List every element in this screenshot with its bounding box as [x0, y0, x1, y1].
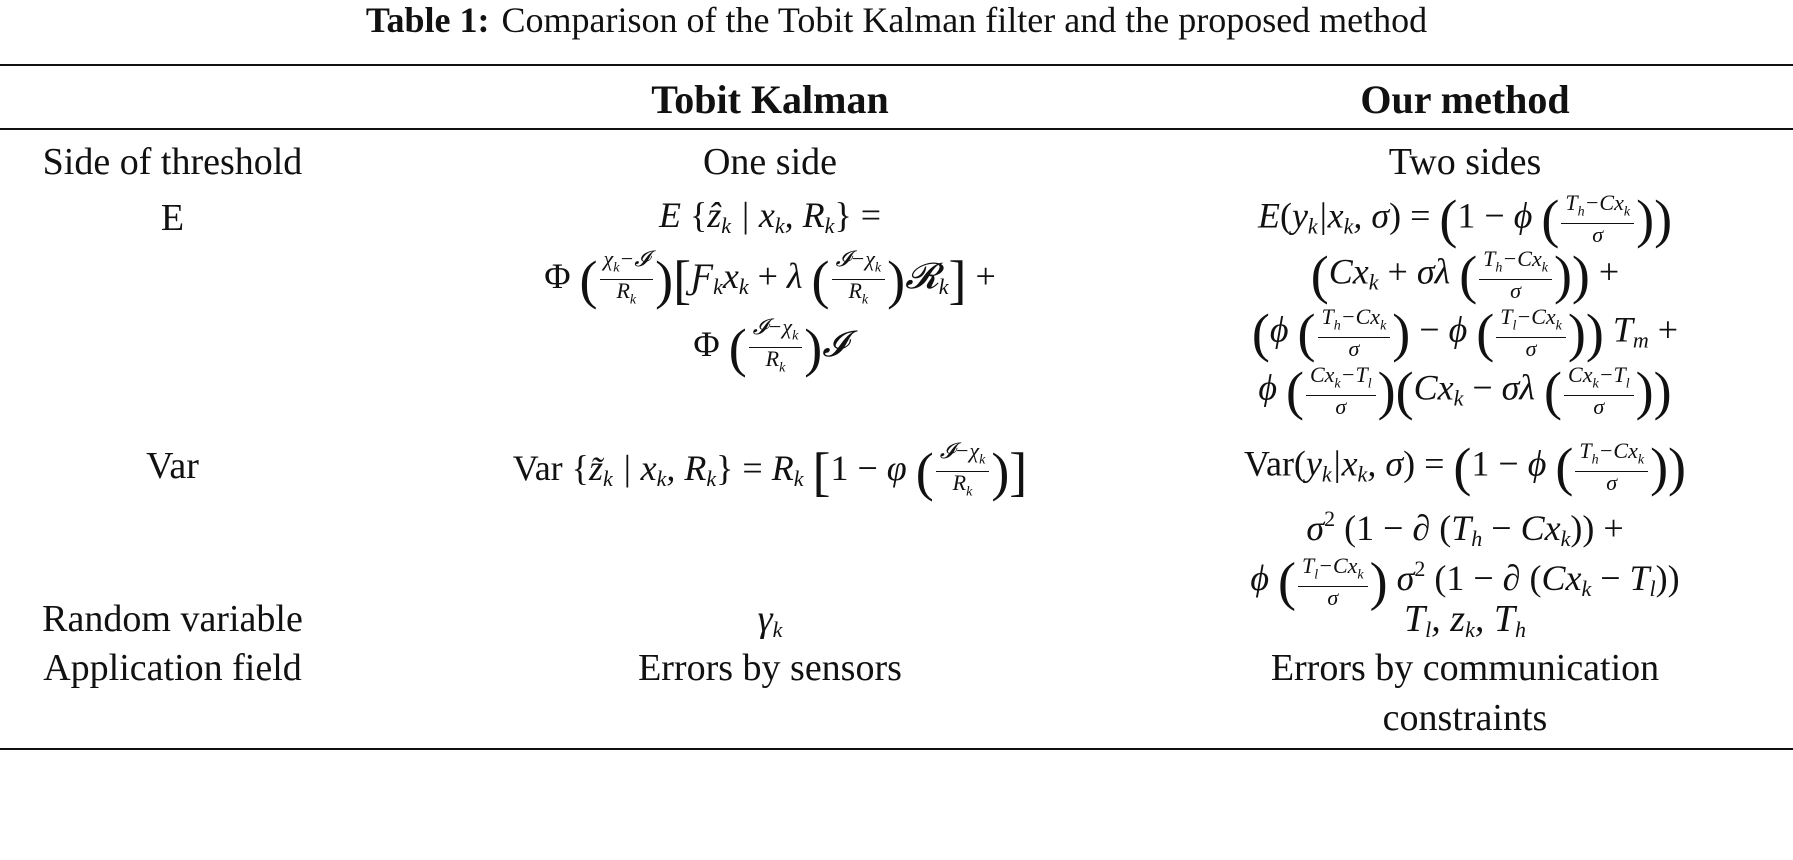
caption-text: Comparison of the Tobit Kalman filter an…	[501, 0, 1428, 40]
cell-tobit-side: One side	[702, 141, 838, 183]
cell-ours-random-variable: Tl, zk, Th	[1404, 598, 1526, 642]
row-label-var: Var	[146, 445, 199, 487]
cell-ours-application-2: constraints	[1382, 697, 1548, 739]
header-tobit-kalman: Tobit Kalman	[651, 77, 889, 122]
formula-line-ours-var-2: σ2 (1 − ∂ (Th − Cxk)) +	[1306, 506, 1624, 551]
row-label-application-field: Application field	[43, 647, 302, 689]
row-label-random-variable: Random variable	[42, 598, 303, 640]
row-label-side-of-threshold: Side of threshold	[42, 141, 303, 183]
caption-label: Table 1:	[365, 0, 490, 40]
bottom-rule	[0, 748, 1793, 750]
header-rule	[0, 128, 1793, 130]
top-rule	[0, 64, 1793, 66]
row-label-e: E	[160, 197, 185, 239]
formula-line-tobit-e-1: E {ẑk | xk, Rk} =	[658, 195, 882, 238]
header-our-method: Our method	[1360, 77, 1570, 122]
cell-ours-side: Two sides	[1388, 141, 1542, 183]
table-caption: Table 1: Comparison of the Tobit Kalman f…	[0, 0, 1793, 44]
cell-tobit-application: Errors by sensors	[638, 647, 902, 689]
cell-ours-application-1: Errors by communication	[1270, 647, 1660, 689]
cell-tobit-random-variable: γk	[757, 598, 783, 642]
